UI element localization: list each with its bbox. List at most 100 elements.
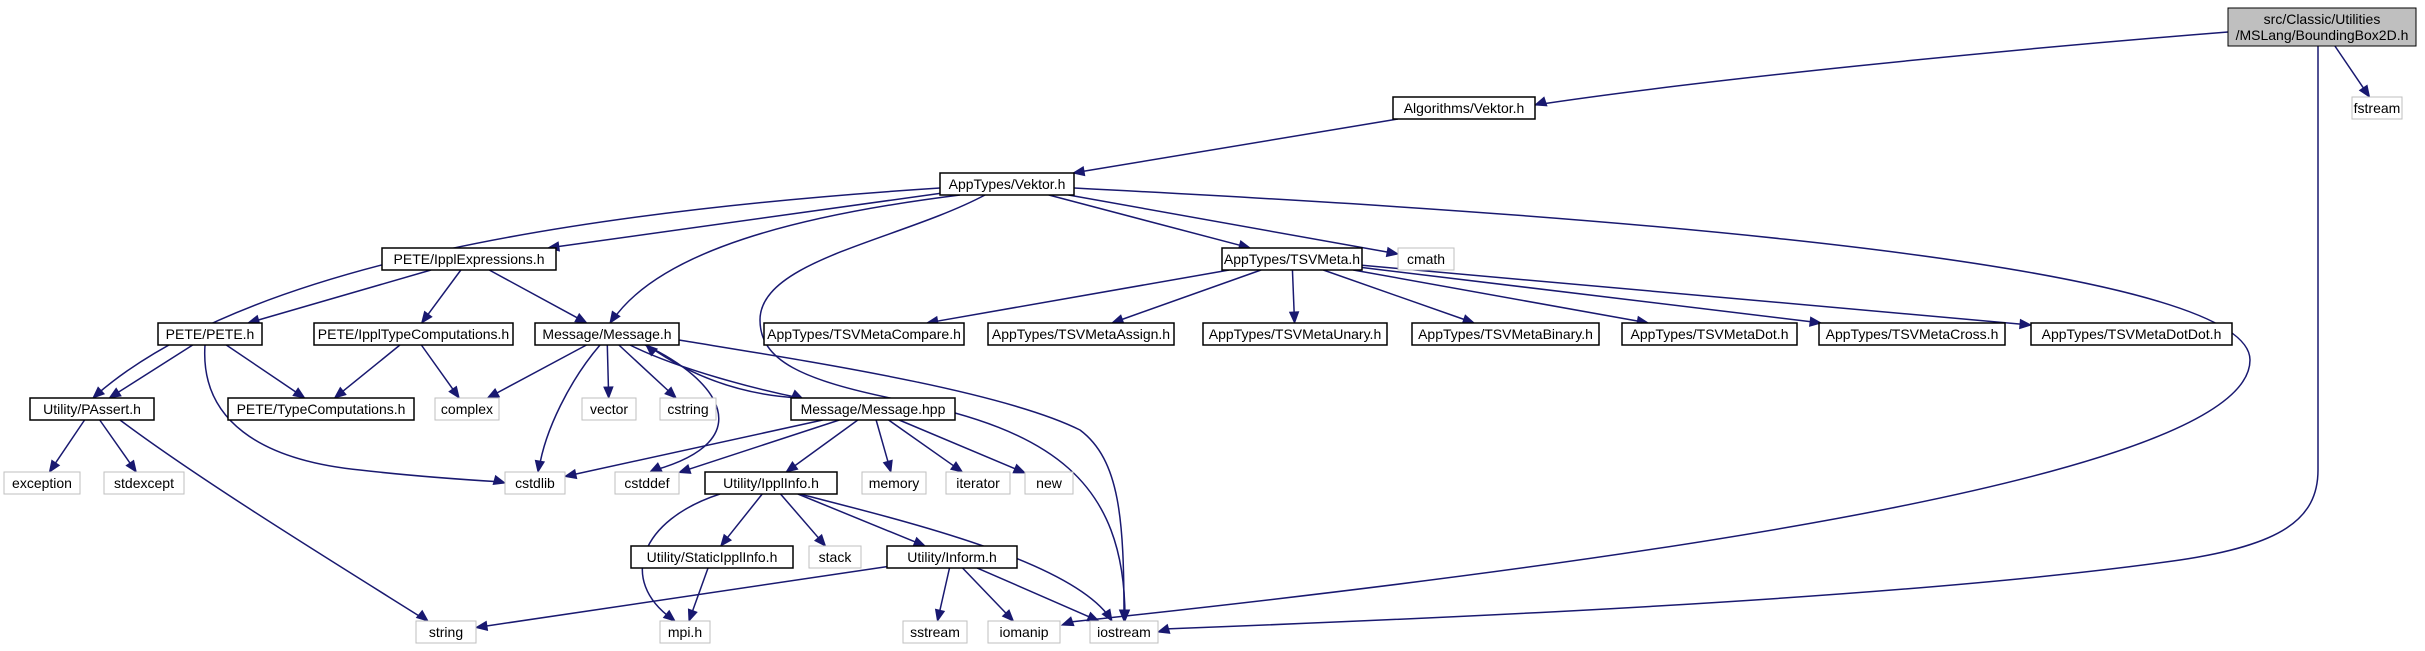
node-box [2030,322,2233,346]
node-inform[interactable]: Utility/Inform.h [886,545,1018,569]
node-string: string [415,620,477,644]
node-box [504,471,566,495]
edge-message_h-to-iostream [678,339,1130,623]
node-stdexcept: stdexcept [103,471,185,495]
node-ippl-type-computations[interactable]: PETE/IpplTypeComputations.h [313,322,514,346]
node-box [381,247,557,271]
node-label: stack [819,549,853,565]
edge-passert-to-stdexcept [99,419,138,474]
node-tsvmeta-dot[interactable]: AppTypes/TSVMetaDot.h [1621,322,1798,346]
node-box [1024,471,1074,495]
node-boundingbox[interactable]: src/Classic/Utilities/MSLang/BoundingBox… [2227,7,2417,47]
edge-tsvmeta-to-tsvmeta_dotdot [1361,264,2033,330]
edge-apptypes_vektor-to-cmath [1068,194,1400,258]
node-memory: memory [861,471,927,495]
node-message-hpp[interactable]: Message/Message.hpp [790,397,956,421]
node-message-h[interactable]: Message/Message.h [534,322,680,346]
node-static-ippl-info[interactable]: Utility/StaticIpplInfo.h [630,545,794,569]
edge-apptypes_vektor-to-ippl_expressions [546,192,941,252]
edge-passert-to-exception [48,419,86,474]
nodes-layer: src/Classic/Utilities/MSLang/BoundingBox… [3,7,2417,644]
node-tsvmeta-assign[interactable]: AppTypes/TSVMetaAssign.h [987,322,1175,346]
node-box [630,545,794,569]
node-sstream: sstream [902,620,968,644]
node-box [790,397,956,421]
node-label: vector [590,401,628,417]
node-box [659,620,711,644]
edge-message_hpp-to-iterator [888,419,964,473]
node-label: Message/Message.hpp [801,401,946,417]
node-iomanip: iomanip [987,620,1061,644]
node-label: Utility/StaticIpplInfo.h [647,549,778,565]
node-algorithms-vektor[interactable]: Algorithms/Vektor.h [1392,96,1536,120]
node-ippl-expressions[interactable]: PETE/IpplExpressions.h [381,247,557,271]
node-label: cstring [667,401,708,417]
node-apptypes-vektor[interactable]: AppTypes/Vektor.h [939,172,1075,196]
node-box [313,322,514,346]
edge-ippl_type_computations-to-type_computations [333,344,401,399]
edge-message_hpp-to-message_h [645,344,801,399]
edge-static_ippl_info-to-mpi [687,567,709,623]
node-label: src/Classic/Utilities [2264,11,2381,27]
node-box [157,322,263,346]
node-tsvmeta-compare[interactable]: AppTypes/TSVMetaCompare.h [763,322,965,346]
node-box [103,471,185,495]
node-box [763,322,965,346]
node-passert[interactable]: Utility/PAssert.h [29,397,155,421]
node-box [1221,247,1363,271]
node-box [29,397,155,421]
node-label: iostream [1097,624,1151,640]
node-box [1411,322,1600,346]
node-label: cstddef [624,475,669,491]
edge-message_h-to-complex [486,344,587,399]
node-tsvmeta-binary[interactable]: AppTypes/TSVMetaBinary.h [1411,322,1600,346]
edge-tsvmeta-to-tsvmeta_cross [1361,266,1823,327]
node-label: iomanip [999,624,1048,640]
node-box [415,620,477,644]
node-box [659,397,717,421]
node-tsvmeta[interactable]: AppTypes/TSVMeta.h [1221,247,1363,271]
node-box [1397,247,1455,271]
node-vector: vector [581,397,637,421]
node-box [1621,322,1798,346]
edge-algorithms_vektor-to-apptypes_vektor [1071,118,1398,177]
edge-message_hpp-to-cstddef [677,419,840,474]
edge-message_h-to-vector [603,344,614,400]
node-label: Algorithms/Vektor.h [1404,100,1525,116]
node-box [2227,7,2417,47]
node-box [945,471,1011,495]
node-label: cstdlib [515,475,555,491]
node-new: new [1024,471,1074,495]
edge-message_h-to-message_hpp [629,344,805,400]
edge-pete-to-cstdlib [204,344,507,486]
node-fstream: fstream [2351,96,2403,120]
node-label: PETE/IpplTypeComputations.h [318,326,509,342]
node-label: PETE/IpplExpressions.h [394,251,545,267]
node-pete[interactable]: PETE/PETE.h [157,322,263,346]
edge-ippl_info-to-inform [797,493,927,547]
node-label: Utility/IpplInfo.h [723,475,819,491]
edge-pete-to-type_computations [225,344,306,399]
node-cstddef: cstddef [614,471,680,495]
node-cmath: cmath [1397,247,1455,271]
node-label: mpi.h [668,624,702,640]
node-box [987,620,1061,644]
edge-message_h-to-cstdlib [534,344,601,474]
node-tsvmeta-unary[interactable]: AppTypes/TSVMetaUnary.h [1202,322,1388,346]
node-type-computations[interactable]: PETE/TypeComputations.h [227,397,415,421]
node-ippl-info[interactable]: Utility/IpplInfo.h [704,471,838,495]
node-label: AppTypes/TSVMetaDotDot.h [2042,326,2222,342]
node-box [939,172,1075,196]
node-label: Utility/Inform.h [907,549,996,565]
node-label: AppTypes/TSVMetaCompare.h [767,326,961,342]
node-box [1818,322,2006,346]
node-label: AppTypes/TSVMetaBinary.h [1418,326,1593,342]
node-tsvmeta-dotdot[interactable]: AppTypes/TSVMetaDotDot.h [2030,322,2233,346]
edge-inform-to-string [474,565,888,632]
node-label: AppTypes/TSVMeta.h [1224,251,1360,267]
node-box [987,322,1175,346]
node-tsvmeta-cross[interactable]: AppTypes/TSVMetaCross.h [1818,322,2006,346]
node-label: iterator [956,475,1000,491]
node-box [861,471,927,495]
